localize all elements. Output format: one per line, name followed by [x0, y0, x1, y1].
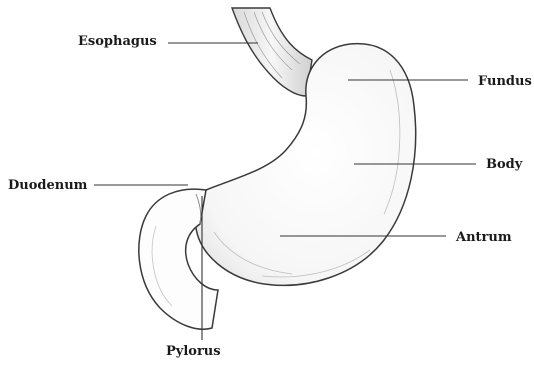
fundus-label: Fundus — [478, 74, 532, 89]
esophagus-label: Esophagus — [78, 34, 157, 49]
pylorus-label: Pylorus — [166, 344, 221, 359]
body-label: Body — [486, 157, 522, 172]
antrum-label: Antrum — [456, 230, 512, 245]
duodenum-label: Duodenum — [8, 178, 87, 193]
esophagus-shape — [232, 8, 312, 96]
